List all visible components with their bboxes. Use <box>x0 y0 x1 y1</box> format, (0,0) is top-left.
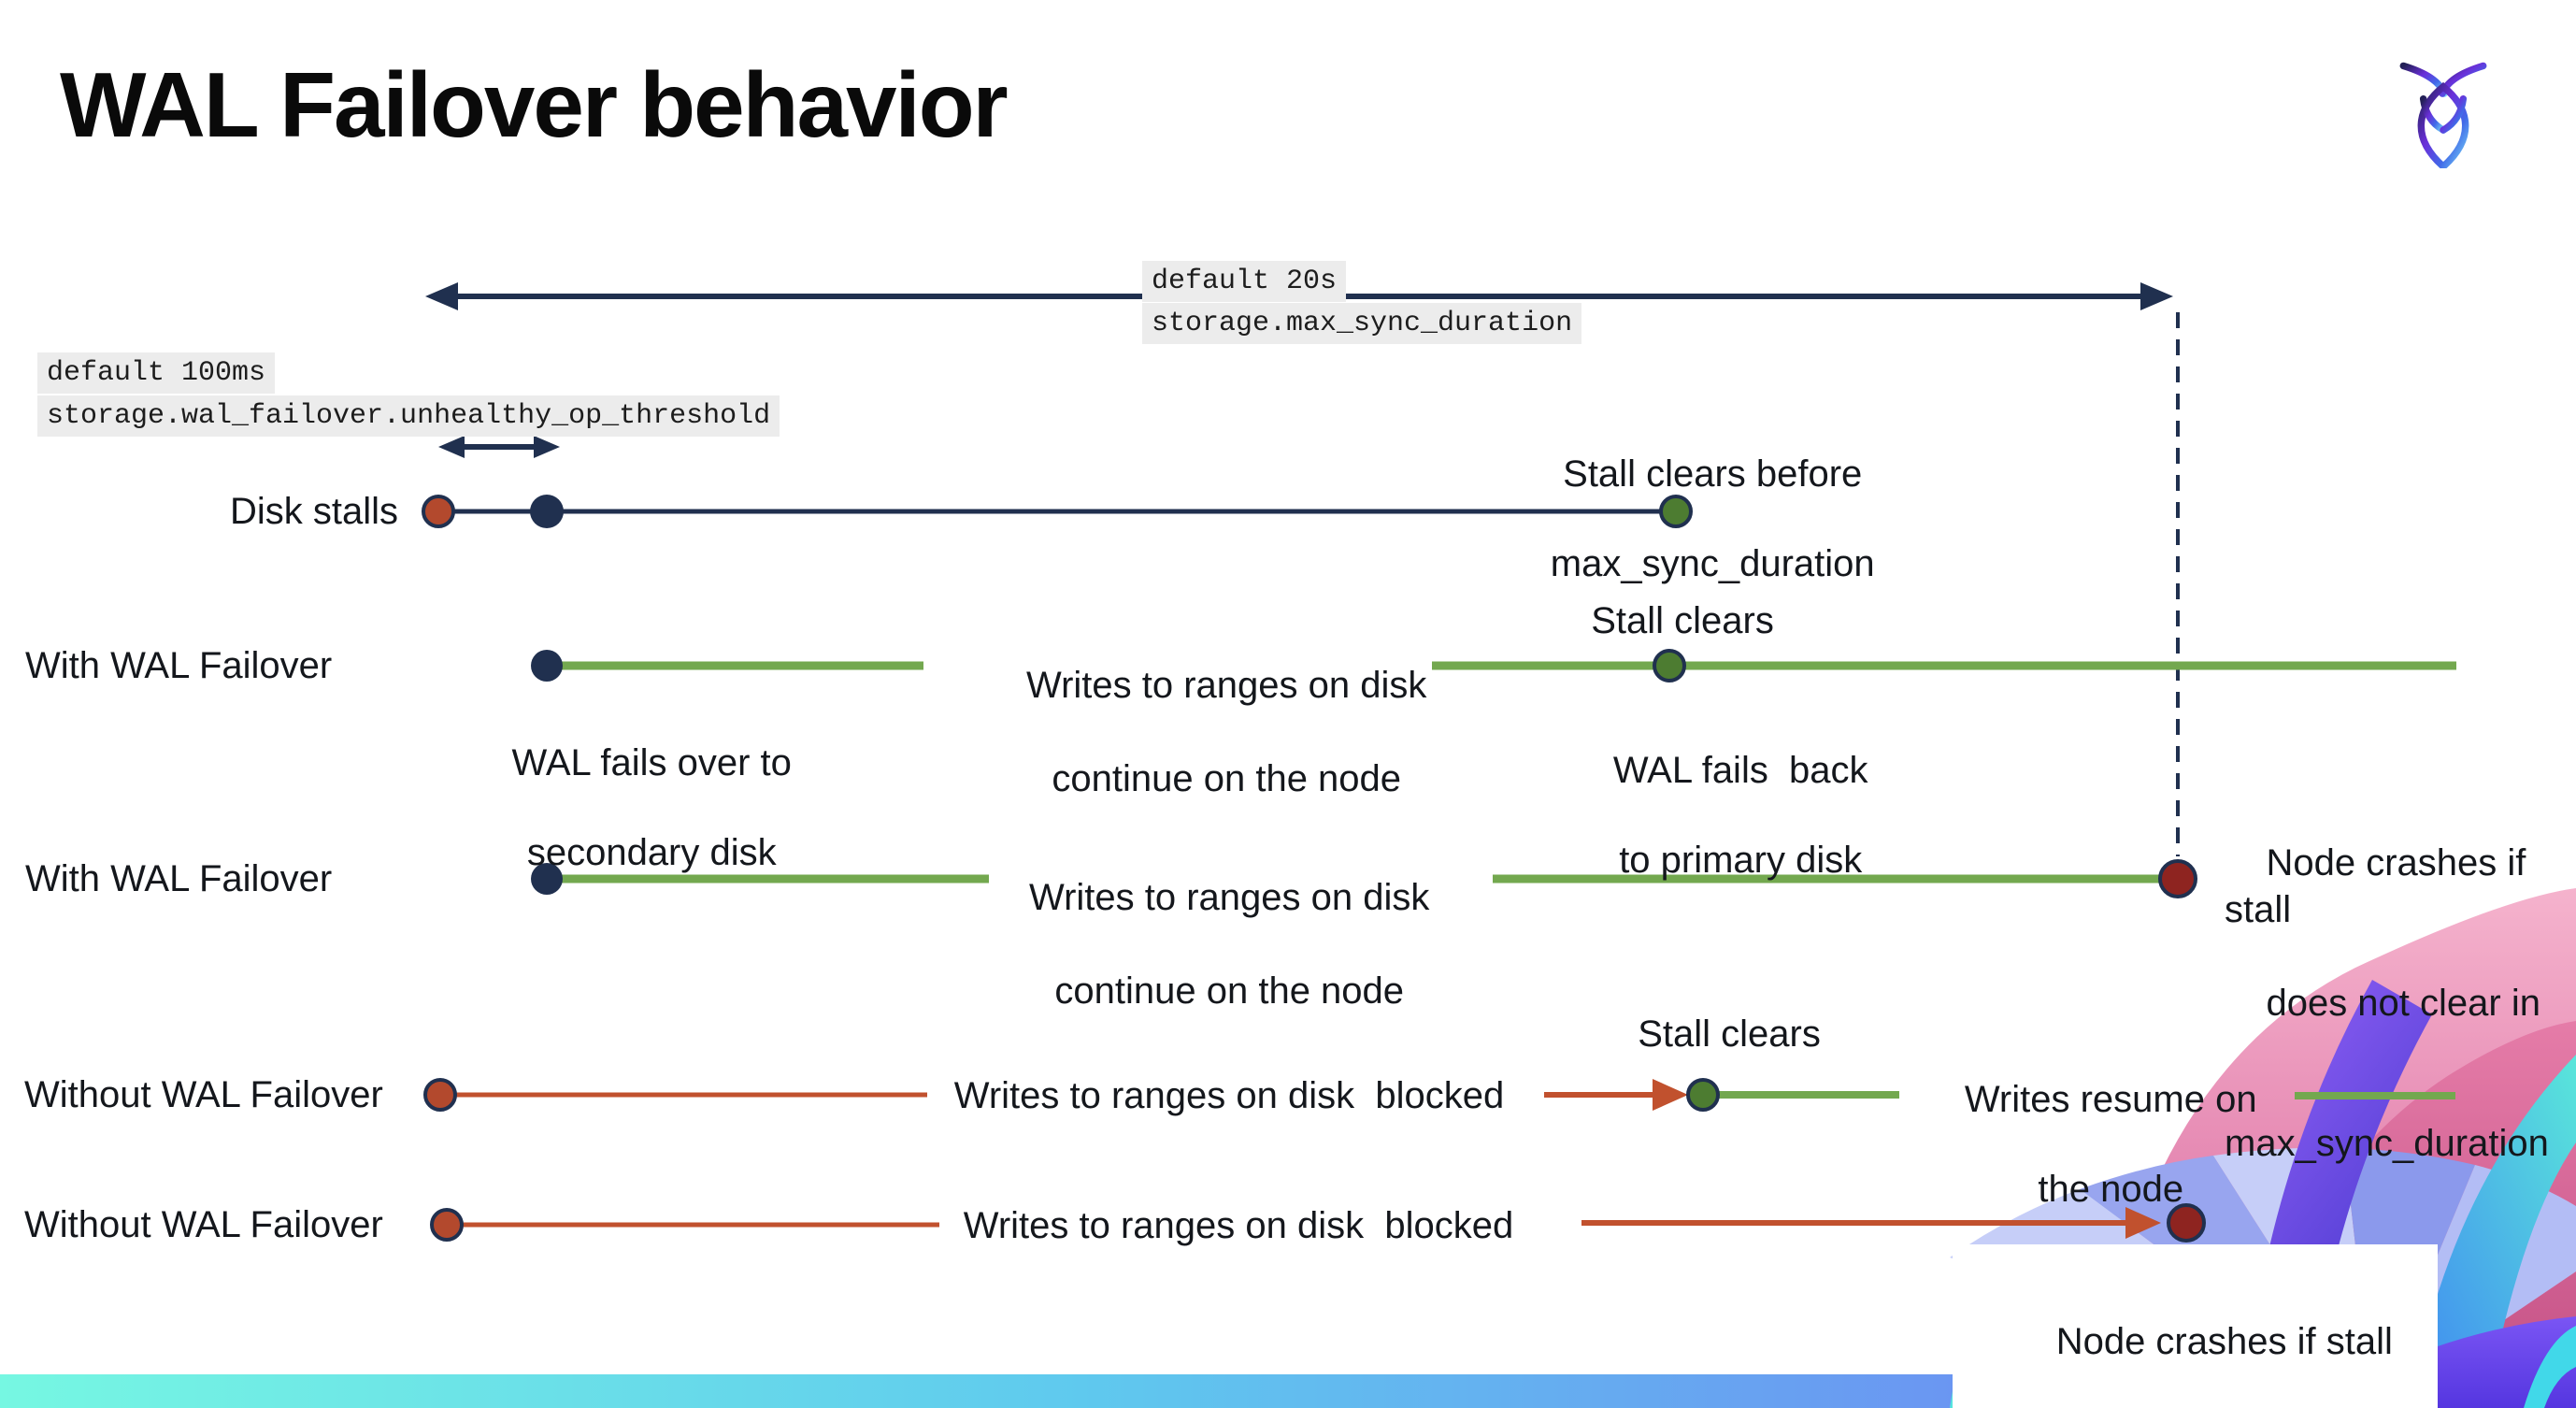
note-line: continue on the node <box>1052 758 1402 799</box>
failover-threshold-dot <box>530 495 564 528</box>
writes-continue-note-1: Writes to ranges on disk continue on the… <box>935 615 1477 849</box>
stall-clears-note-1: Stall clears <box>1591 600 1774 641</box>
disk-stall-start-dot <box>422 495 455 528</box>
row-label-without-wal-failover-1: Without WAL Failover <box>24 1074 383 1115</box>
blocked-arrowhead <box>2125 1207 2161 1239</box>
note-line: Stall clears before <box>1563 453 1863 495</box>
row-label-without-wal-failover-2: Without WAL Failover <box>24 1204 383 1245</box>
row-label-with-wal-failover-1: With WAL Failover <box>25 645 333 686</box>
writes-resume-note: Writes resume on the node <box>1922 1032 2258 1257</box>
cockroachdb-logo <box>2399 62 2487 168</box>
writes-blocked-note-1: Writes to ranges on disk blocked <box>953 1075 1505 1116</box>
node-crash-dot <box>2167 1203 2206 1243</box>
stall-start-dot <box>430 1208 464 1242</box>
blocked-arrowhead <box>1653 1079 1688 1111</box>
stall-clears-dot <box>1659 495 1693 528</box>
art-teal-arc <box>2410 1055 2576 1408</box>
stall-clears-before-note: Stall clears before max_sync_duration <box>1491 407 1893 631</box>
note-line: Node crashes if stall <box>2225 842 2537 930</box>
wal-fails-back-note: WAL fails back to primary disk <box>1533 703 1907 927</box>
note-line: does not clear in <box>2266 983 2540 1024</box>
note-line: max_sync_duration <box>1550 543 1875 584</box>
note-line: to primary disk <box>1619 840 1863 881</box>
node-crashes-note: Node crashes if stall does not clear in … <box>1994 1276 2393 1408</box>
max-sync-setting-label: storage.max_sync_duration <box>1142 303 1582 344</box>
page-title: WAL Failover behavior <box>60 53 1009 156</box>
stall-clears-note-2: Stall clears <box>1638 1013 1821 1055</box>
stall-clears-dot <box>1686 1078 1720 1112</box>
note-line: Node crashes if stall <box>2055 1321 2393 1362</box>
node-crash-dot <box>2158 859 2197 898</box>
note-line: Writes to ranges on disk <box>1029 877 1430 918</box>
writes-continue-note-2: Writes to ranges on disk continue on the… <box>937 827 1480 1061</box>
unhealthy-op-threshold-arrow <box>438 436 560 458</box>
writes-blocked-note-2: Writes to ranges on disk blocked <box>963 1205 1514 1246</box>
logo-wing-icon <box>2440 95 2468 134</box>
threshold-setting-label: storage.wal_failover.unhealthy_op_thresh… <box>37 395 780 437</box>
stall-clears-dot <box>1653 649 1686 682</box>
art-cyan-sliver <box>2524 1326 2576 1408</box>
note-line: max_sync_duration <box>2225 1123 2549 1164</box>
note-line: WAL fails back <box>1612 750 1868 791</box>
note-line: Writes resume on <box>1964 1079 2257 1120</box>
node-crashes-note-box: Node crashes if stall does not clear in … <box>1953 1244 2438 1408</box>
logo-wing-icon <box>2419 95 2447 134</box>
note-line: secondary disk <box>526 832 777 873</box>
note-line: the node <box>2038 1169 2184 1210</box>
wal-fails-over-note: WAL fails over to secondary disk <box>439 696 823 920</box>
note-line: continue on the node <box>1054 970 1405 1012</box>
note-line: Writes to ranges on disk <box>1026 665 1427 706</box>
row-label-with-wal-failover-2: With WAL Failover <box>25 858 333 899</box>
node-crashes-note-right: Node crashes if stall does not clear in … <box>2225 793 2576 1214</box>
failover-event-dot <box>531 863 563 895</box>
threshold-default-label: default 100ms <box>37 352 276 394</box>
note-line: WAL fails over to <box>511 742 792 783</box>
failover-event-dot <box>531 650 563 682</box>
row-label-disk-stalls: Disk stalls <box>230 491 399 532</box>
stall-start-dot <box>423 1078 457 1112</box>
max-sync-default-label: default 20s <box>1142 261 1347 302</box>
